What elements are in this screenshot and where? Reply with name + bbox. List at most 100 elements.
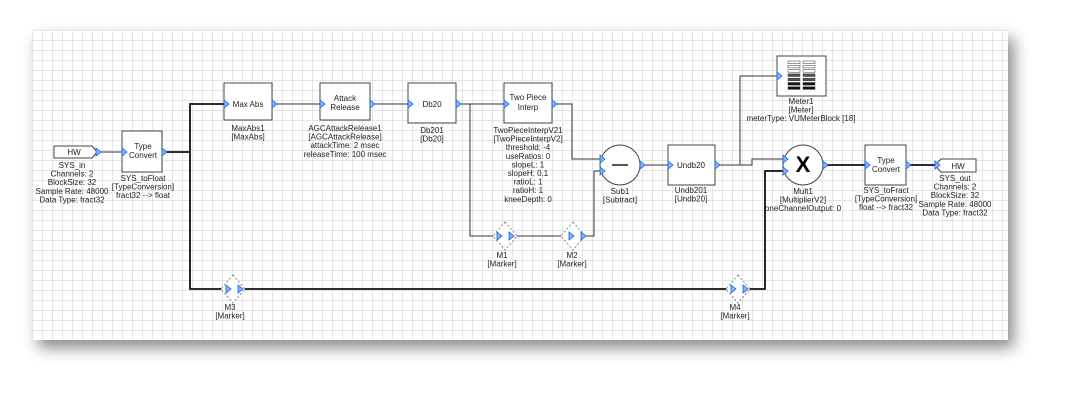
output-port-icon[interactable] bbox=[95, 147, 102, 157]
label-line: AGCAttackRelease1 bbox=[308, 124, 382, 133]
label-line: Meter1 bbox=[789, 97, 814, 106]
label-line: Undb201 bbox=[675, 186, 708, 195]
label-line: ratioH: 1 bbox=[513, 186, 544, 195]
port-icon[interactable] bbox=[905, 160, 912, 170]
meter-bar bbox=[787, 60, 801, 64]
label-line: Db201 bbox=[420, 126, 444, 135]
port-icon[interactable] bbox=[551, 99, 558, 109]
label-line: [MaxAbs] bbox=[231, 133, 264, 142]
multiplier-block[interactable]: X Mult1[MultiplierV2]oneChannelOutput: 0 bbox=[765, 144, 842, 213]
port-icon[interactable] bbox=[730, 284, 737, 294]
type-convert-to-float-block[interactable]: Type Convert SYS_toFloat[TypeConversion]… bbox=[112, 130, 174, 200]
label-line: BlockSize: 32 bbox=[931, 191, 980, 200]
label-line: releaseTime: 100 msec bbox=[304, 150, 387, 159]
port-icon[interactable] bbox=[667, 160, 674, 170]
label-line: [Undb20] bbox=[675, 195, 707, 204]
block-label: SYS_toFract[TypeConversion]float --> fra… bbox=[855, 186, 917, 212]
port-icon[interactable] bbox=[407, 99, 414, 109]
marker-m4[interactable]: M4[Marker] bbox=[720, 274, 751, 321]
label-line: MaxAbs1 bbox=[231, 124, 265, 133]
marker-m3[interactable]: M3[Marker] bbox=[215, 274, 246, 321]
svg-text:Two Piece: Two Piece bbox=[510, 93, 547, 102]
port-icon[interactable] bbox=[455, 99, 462, 109]
label-line: [TypeConversion] bbox=[112, 183, 174, 192]
label-line: Sample Rate: 48000 bbox=[36, 187, 109, 196]
label-line: [Marker] bbox=[215, 312, 244, 321]
label-line: BlockSize: 32 bbox=[48, 178, 97, 187]
vu-meter-icon bbox=[787, 60, 816, 90]
label-line: SYS_toFract bbox=[863, 186, 909, 195]
port-icon[interactable] bbox=[934, 160, 941, 170]
port-icon[interactable] bbox=[599, 166, 606, 176]
svg-text:HW: HW bbox=[67, 148, 81, 157]
port-icon[interactable] bbox=[223, 99, 230, 109]
block-label: Sub1[Subtract] bbox=[603, 187, 637, 205]
svg-text:Attack: Attack bbox=[334, 94, 357, 103]
port-icon[interactable] bbox=[580, 231, 587, 241]
block-label: M3[Marker] bbox=[215, 303, 244, 321]
two-piece-interp-block[interactable]: Two Piece Interp TwoPieceInterpV21[TwoPi… bbox=[493, 82, 563, 204]
meter-block[interactable]: Meter1[Meter]meterType: VUMeterBlock [18… bbox=[747, 55, 856, 123]
svg-text:Db20: Db20 bbox=[422, 100, 442, 109]
label-line: [Subtract] bbox=[603, 196, 637, 205]
port-icon[interactable] bbox=[503, 99, 510, 109]
port-icon[interactable] bbox=[319, 99, 326, 109]
block-label: Undb201[Undb20] bbox=[675, 186, 708, 204]
port-icon[interactable] bbox=[271, 99, 278, 109]
port-icon[interactable] bbox=[508, 231, 515, 241]
db20-block[interactable]: Db20 Db201[Db20] bbox=[407, 82, 457, 144]
label-line: threshold: -4 bbox=[506, 143, 551, 152]
label-line: float --> fract32 bbox=[859, 203, 914, 212]
label-line: [Db20] bbox=[420, 135, 444, 144]
subtract-block[interactable]: Sub1[Subtract] bbox=[599, 144, 641, 205]
meter-bar bbox=[787, 65, 801, 69]
port-icon[interactable] bbox=[782, 166, 789, 176]
svg-text:Undb20: Undb20 bbox=[677, 161, 706, 170]
port-icon[interactable] bbox=[776, 71, 783, 81]
port-icon[interactable] bbox=[568, 231, 575, 241]
label-line: TwoPieceInterpV21 bbox=[493, 126, 563, 135]
label-line: [Marker] bbox=[487, 260, 516, 269]
port-icon[interactable] bbox=[161, 147, 168, 157]
port-icon[interactable] bbox=[822, 160, 829, 170]
port-icon[interactable] bbox=[782, 154, 789, 164]
undb20-block[interactable]: Undb20 Undb201[Undb20] bbox=[667, 144, 716, 204]
port-icon[interactable] bbox=[121, 147, 128, 157]
port-icon[interactable] bbox=[225, 284, 232, 294]
type-convert-to-fract-block[interactable]: Type Convert SYS_toFract[TypeConversion]… bbox=[855, 144, 917, 212]
label-line: meterType: VUMeterBlock [18] bbox=[747, 114, 856, 123]
meter-bar bbox=[802, 86, 816, 90]
port-icon[interactable] bbox=[369, 99, 376, 109]
label-line: attackTime: 2 msec bbox=[310, 141, 379, 150]
block-label: AGCAttackRelease1[AGCAttackRelease]attac… bbox=[304, 124, 387, 159]
meter-bar bbox=[787, 82, 801, 86]
label-line: SYS_out bbox=[939, 174, 971, 183]
block-label: MaxAbs1[MaxAbs] bbox=[231, 124, 265, 142]
port-icon[interactable] bbox=[742, 284, 749, 294]
label-line: Channels: 2 bbox=[934, 183, 977, 192]
svg-text:Interp: Interp bbox=[518, 103, 539, 112]
max-abs-block[interactable]: Max Abs MaxAbs1[MaxAbs] bbox=[223, 82, 273, 142]
block-label: Meter1[Meter]meterType: VUMeterBlock [18… bbox=[747, 97, 856, 123]
block-label: M4[Marker] bbox=[720, 303, 749, 321]
block-label: SYS_toFloat[TypeConversion]fract32 --> f… bbox=[112, 174, 174, 200]
label-line: Data Type: fract32 bbox=[39, 195, 105, 204]
label-line: Sub1 bbox=[611, 187, 630, 196]
label-line: Data Type: fract32 bbox=[922, 208, 988, 217]
label-line: M1 bbox=[496, 251, 508, 260]
port-icon[interactable] bbox=[864, 160, 871, 170]
marker-m2[interactable]: M2[Marker] bbox=[557, 221, 587, 269]
port-icon[interactable] bbox=[496, 231, 503, 241]
label-line: M2 bbox=[566, 251, 578, 260]
svg-text:HW: HW bbox=[951, 162, 965, 171]
port-icon[interactable] bbox=[237, 284, 244, 294]
port-icon[interactable] bbox=[714, 160, 721, 170]
attack-release-block[interactable]: Attack Release AGCAttackRelease1[AGCAtta… bbox=[304, 82, 387, 159]
port-icon[interactable] bbox=[599, 154, 606, 164]
port-icon[interactable] bbox=[639, 160, 646, 170]
label-line: oneChannelOutput: 0 bbox=[765, 204, 842, 213]
marker-m1[interactable]: M1[Marker] bbox=[487, 221, 518, 269]
label-line: [Meter] bbox=[789, 106, 814, 115]
